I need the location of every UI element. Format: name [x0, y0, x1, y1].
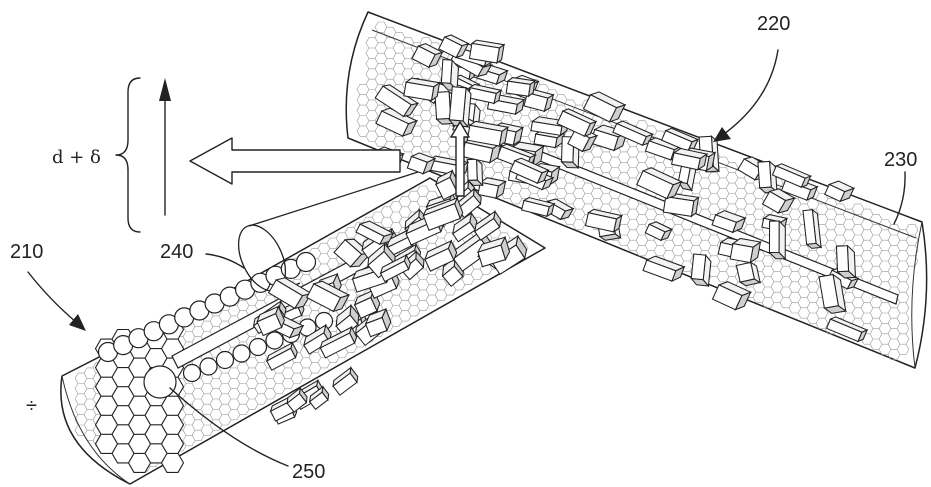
surface-block [556, 108, 598, 138]
surface-block [818, 273, 848, 314]
distance-label: d + δ [52, 147, 101, 168]
lattice-ring [182, 363, 202, 383]
lower-tube-end-lattice [94, 319, 185, 473]
leader-240 [205, 253, 245, 269]
leader-230 [893, 171, 906, 225]
surface-block [825, 316, 869, 343]
surface-block [438, 34, 470, 59]
label-210-group: 210 [10, 241, 86, 331]
stray-mark: ÷ [26, 395, 37, 417]
label-core: 250 [292, 461, 325, 483]
surface-block [256, 305, 285, 337]
surface-block [824, 180, 856, 203]
lower-tube-end-arc [61, 375, 131, 485]
label-230-group: 230 [884, 149, 917, 225]
surface-block [584, 208, 624, 233]
surface-block [757, 160, 779, 194]
surface-block [642, 255, 686, 283]
surface-block [319, 325, 358, 359]
surface-block [505, 77, 537, 98]
label-220-group: 220 [713, 13, 790, 142]
surface-block [411, 43, 444, 69]
upper-tube-end-inner [911, 221, 923, 369]
surface-block [367, 242, 396, 279]
surface-block [456, 187, 482, 219]
lattice-ring [265, 331, 284, 350]
label-240-group: 240 [160, 241, 245, 269]
label-shell: 240 [160, 241, 193, 263]
surface-block [468, 39, 506, 65]
surface-block [761, 188, 796, 214]
leader-220-arrowhead [713, 127, 731, 142]
upper-tube [345, 11, 928, 369]
surface-block [364, 307, 392, 338]
lattice-ring [199, 357, 218, 376]
surface-block [406, 152, 437, 175]
surface-block [711, 210, 747, 234]
surface-block [835, 244, 857, 279]
surface-block [636, 167, 683, 200]
leader-250 [169, 387, 289, 467]
surface-block [690, 253, 712, 288]
left-hollow-arrow [189, 137, 401, 185]
surface-block [440, 58, 460, 92]
lower-tube-blocks [252, 169, 528, 425]
surface-block [771, 163, 813, 189]
surface-block [308, 385, 330, 411]
surface-block [466, 120, 510, 148]
lattice-ring [295, 251, 317, 273]
distance-indicator: d + δ [52, 77, 171, 233]
surface-block [403, 77, 441, 102]
surface-block [452, 211, 478, 243]
surface-block [612, 120, 654, 147]
surface-block [422, 196, 464, 231]
label-lower-tube: 210 [10, 241, 43, 263]
surface-block [711, 281, 753, 311]
leader-210 [27, 271, 77, 323]
surface-block [644, 221, 674, 242]
label-upper-tube-end: 230 [884, 149, 917, 171]
surface-block [332, 366, 359, 396]
upward-hollow-arrow [450, 121, 470, 197]
surface-block [474, 210, 502, 241]
lower-tube-ring-rows [97, 251, 334, 383]
vertical-arrow-head [159, 78, 171, 101]
lower-tube [60, 169, 546, 485]
lattice-ring [232, 344, 251, 363]
surface-block [379, 253, 412, 283]
leader-220 [723, 49, 779, 135]
large-hex-lattice [94, 319, 185, 473]
surface-block [582, 91, 627, 123]
lattice-ring [215, 350, 235, 370]
surface-block [286, 386, 308, 413]
surface-block [466, 83, 503, 105]
shell-top-edge [248, 171, 419, 227]
label-upper-tube: 220 [757, 13, 790, 35]
surface-block [265, 341, 298, 371]
lattice-ring [248, 337, 268, 357]
surface-block [375, 107, 419, 137]
surface-block [476, 235, 511, 268]
surface-block [768, 219, 787, 261]
surface-block [355, 220, 395, 246]
surface-block [509, 157, 550, 185]
surface-block [448, 86, 472, 129]
core-end-circle [143, 365, 177, 399]
surface-block [306, 280, 351, 313]
surface-block [670, 147, 709, 171]
surface-block [424, 239, 458, 272]
label-250-group: 250 [169, 387, 325, 483]
distance-brace [115, 77, 141, 233]
upper-tube-blocks [372, 34, 869, 343]
surface-block [335, 304, 360, 337]
surface-block [729, 237, 762, 264]
surface-block [802, 208, 823, 249]
surface-block [374, 84, 420, 118]
surface-block [735, 261, 762, 287]
surface-block [520, 196, 556, 218]
leader-210-arrowhead [69, 314, 86, 331]
